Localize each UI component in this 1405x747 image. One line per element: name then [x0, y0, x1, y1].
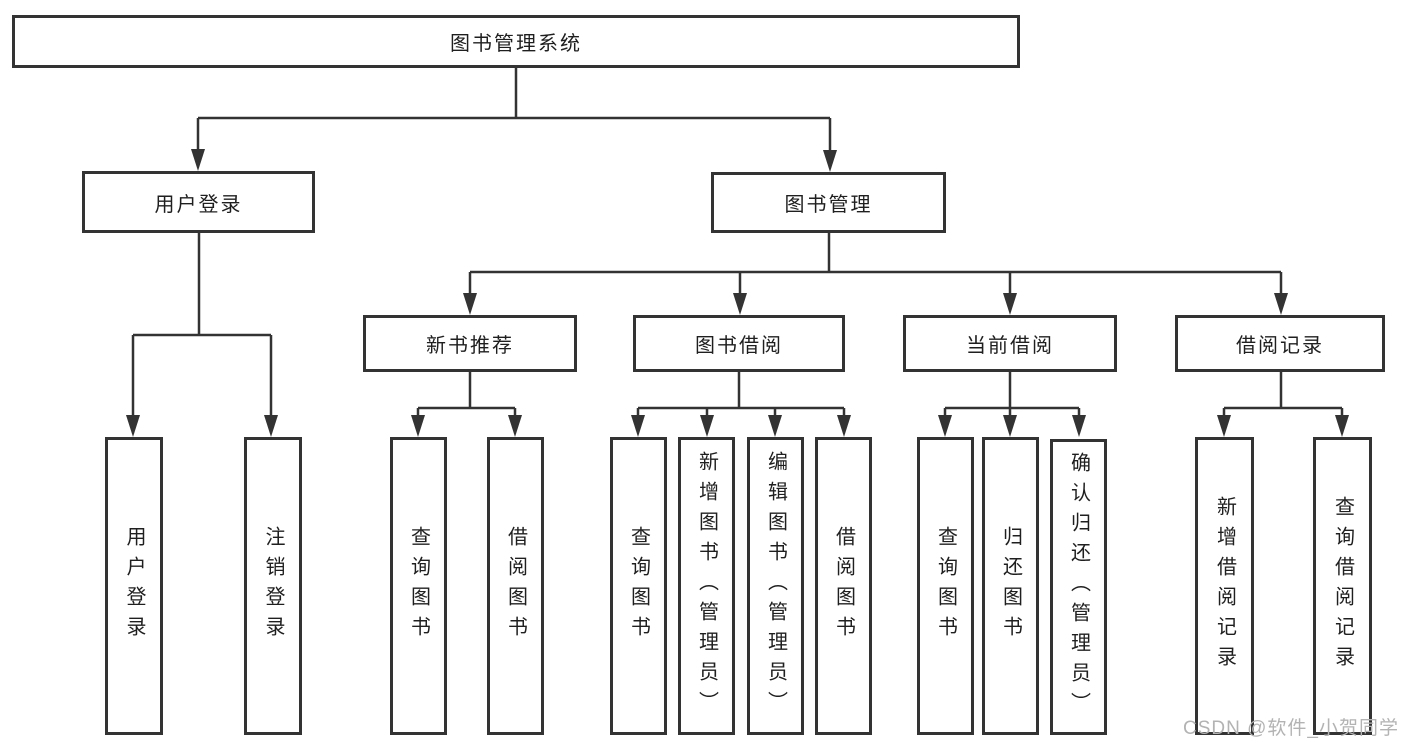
arrowhead	[264, 415, 278, 437]
leaf-label: 用户登录	[123, 526, 145, 646]
arrowhead	[508, 415, 522, 437]
leaf-query-books-1: 查询图书	[390, 437, 447, 735]
node-borrow-records: 借阅记录	[1175, 315, 1385, 372]
node-current-borrow: 当前借阅	[903, 315, 1117, 372]
connector-book-borrow-children	[631, 372, 851, 437]
connector-root-to-level2	[191, 68, 837, 172]
leaf-label: 查询图书	[934, 526, 957, 646]
leaf-label: 新增借阅记录	[1213, 496, 1236, 676]
arrowhead	[411, 415, 425, 437]
connector-user-login-children	[126, 233, 278, 437]
leaf-label: 确认归还（管理员）	[1067, 452, 1090, 722]
leaf-borrow-books-1: 借阅图书	[487, 437, 544, 735]
leaf-query-books-3: 查询图书	[917, 437, 974, 735]
arrowhead	[1274, 293, 1288, 315]
arrowhead	[768, 415, 782, 437]
leaf-return-books: 归还图书	[982, 437, 1039, 735]
connector-book-mgmt-children	[463, 233, 1288, 315]
leaf-borrow-books-2: 借阅图书	[815, 437, 872, 735]
leaf-label: 查询图书	[627, 526, 650, 646]
leaf-user-login: 用户登录	[105, 437, 163, 735]
leaf-add-books-admin: 新增图书（管理员）	[678, 437, 735, 735]
arrowhead	[126, 415, 140, 437]
leaf-add-borrow-record: 新增借阅记录	[1195, 437, 1254, 735]
leaf-label: 归还图书	[999, 526, 1022, 646]
arrowhead	[1003, 293, 1017, 315]
node-book-management: 图书管理	[711, 172, 946, 233]
arrowhead	[1072, 415, 1086, 437]
node-library-management-system: 图书管理系统	[12, 15, 1020, 68]
arrowhead	[700, 415, 714, 437]
connector-new-book-children	[411, 372, 522, 437]
arrowhead	[463, 293, 477, 315]
arrowhead	[837, 415, 851, 437]
arrowhead	[733, 293, 747, 315]
leaf-label: 新增图书（管理员）	[695, 451, 718, 721]
arrowhead	[1335, 415, 1349, 437]
arrowhead	[1003, 415, 1017, 437]
arrowhead	[631, 415, 645, 437]
connector-current-borrow-children	[938, 372, 1086, 437]
leaf-label: 借阅图书	[504, 526, 527, 646]
arrowhead	[191, 149, 205, 171]
leaf-confirm-return-admin: 确认归还（管理员）	[1050, 439, 1107, 735]
leaf-label: 注销登录	[262, 526, 284, 646]
node-user-login: 用户登录	[82, 171, 315, 233]
leaf-label: 借阅图书	[832, 526, 855, 646]
leaf-label: 编辑图书（管理员）	[764, 451, 787, 721]
leaf-label: 查询借阅记录	[1331, 496, 1354, 676]
leaf-logout: 注销登录	[244, 437, 302, 735]
leaf-label: 查询图书	[407, 526, 430, 646]
arrowhead	[823, 150, 837, 172]
leaf-edit-books-admin: 编辑图书（管理员）	[747, 437, 804, 735]
arrowhead	[1217, 415, 1231, 437]
node-new-book-recommend: 新书推荐	[363, 315, 577, 372]
node-book-borrow: 图书借阅	[633, 315, 845, 372]
connector-borrow-records-children	[1217, 372, 1349, 437]
csdn-watermark: CSDN @软件_小贺同学	[1183, 718, 1399, 739]
leaf-query-borrow-record: 查询借阅记录	[1313, 437, 1372, 735]
leaf-query-books-2: 查询图书	[610, 437, 667, 735]
arrowhead	[938, 415, 952, 437]
